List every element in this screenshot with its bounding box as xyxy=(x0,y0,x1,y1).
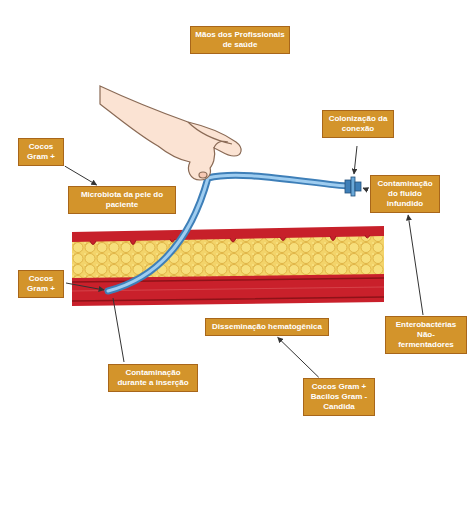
leader-lines xyxy=(66,146,368,362)
label-text: Mãos dos Profissionais de saúde xyxy=(195,30,285,50)
label-box: Enterobactérias Não-fermentadores xyxy=(385,316,467,354)
label-text: Cocos Gram + Bacilos Gram - Candida xyxy=(308,382,370,412)
connector-arrow xyxy=(408,215,423,315)
label-box: Contaminação do fluido infundido xyxy=(370,175,440,213)
label-box: Mãos dos Profissionais de saúde xyxy=(190,26,290,54)
label-text: Cocos Gram + xyxy=(23,142,59,162)
label-text: Contaminação durante a inserção xyxy=(113,368,193,388)
label-text: Disseminação hematogênica xyxy=(210,322,324,332)
label-box: Contaminação durante a inserção xyxy=(108,364,198,392)
hand xyxy=(100,86,241,180)
label-text: Enterobactérias Não-fermentadores xyxy=(390,320,462,350)
label-text: Microbiota da pele do paciente xyxy=(73,190,171,210)
label-box: Colonização da conexão xyxy=(322,110,394,138)
label-box: Cocos Gram + Bacilos Gram - Candida xyxy=(303,378,375,416)
skin-drips xyxy=(90,235,370,245)
label-box: Cocos Gram + xyxy=(18,138,64,166)
label-box: Disseminação hematogênica xyxy=(205,318,329,336)
label-text: Contaminação do fluido infundido xyxy=(375,179,435,209)
label-box: Cocos Gram + xyxy=(18,270,64,298)
catheter-hub xyxy=(345,180,351,193)
connector-arrow xyxy=(65,166,97,185)
label-text: Cocos Gram + xyxy=(23,274,59,294)
skin-layer xyxy=(72,226,384,242)
label-box: Microbiota da pele do paciente xyxy=(68,186,176,214)
connector-arrow xyxy=(278,337,319,377)
tissue-section xyxy=(72,226,384,306)
label-text: Colonização da conexão xyxy=(327,114,389,134)
